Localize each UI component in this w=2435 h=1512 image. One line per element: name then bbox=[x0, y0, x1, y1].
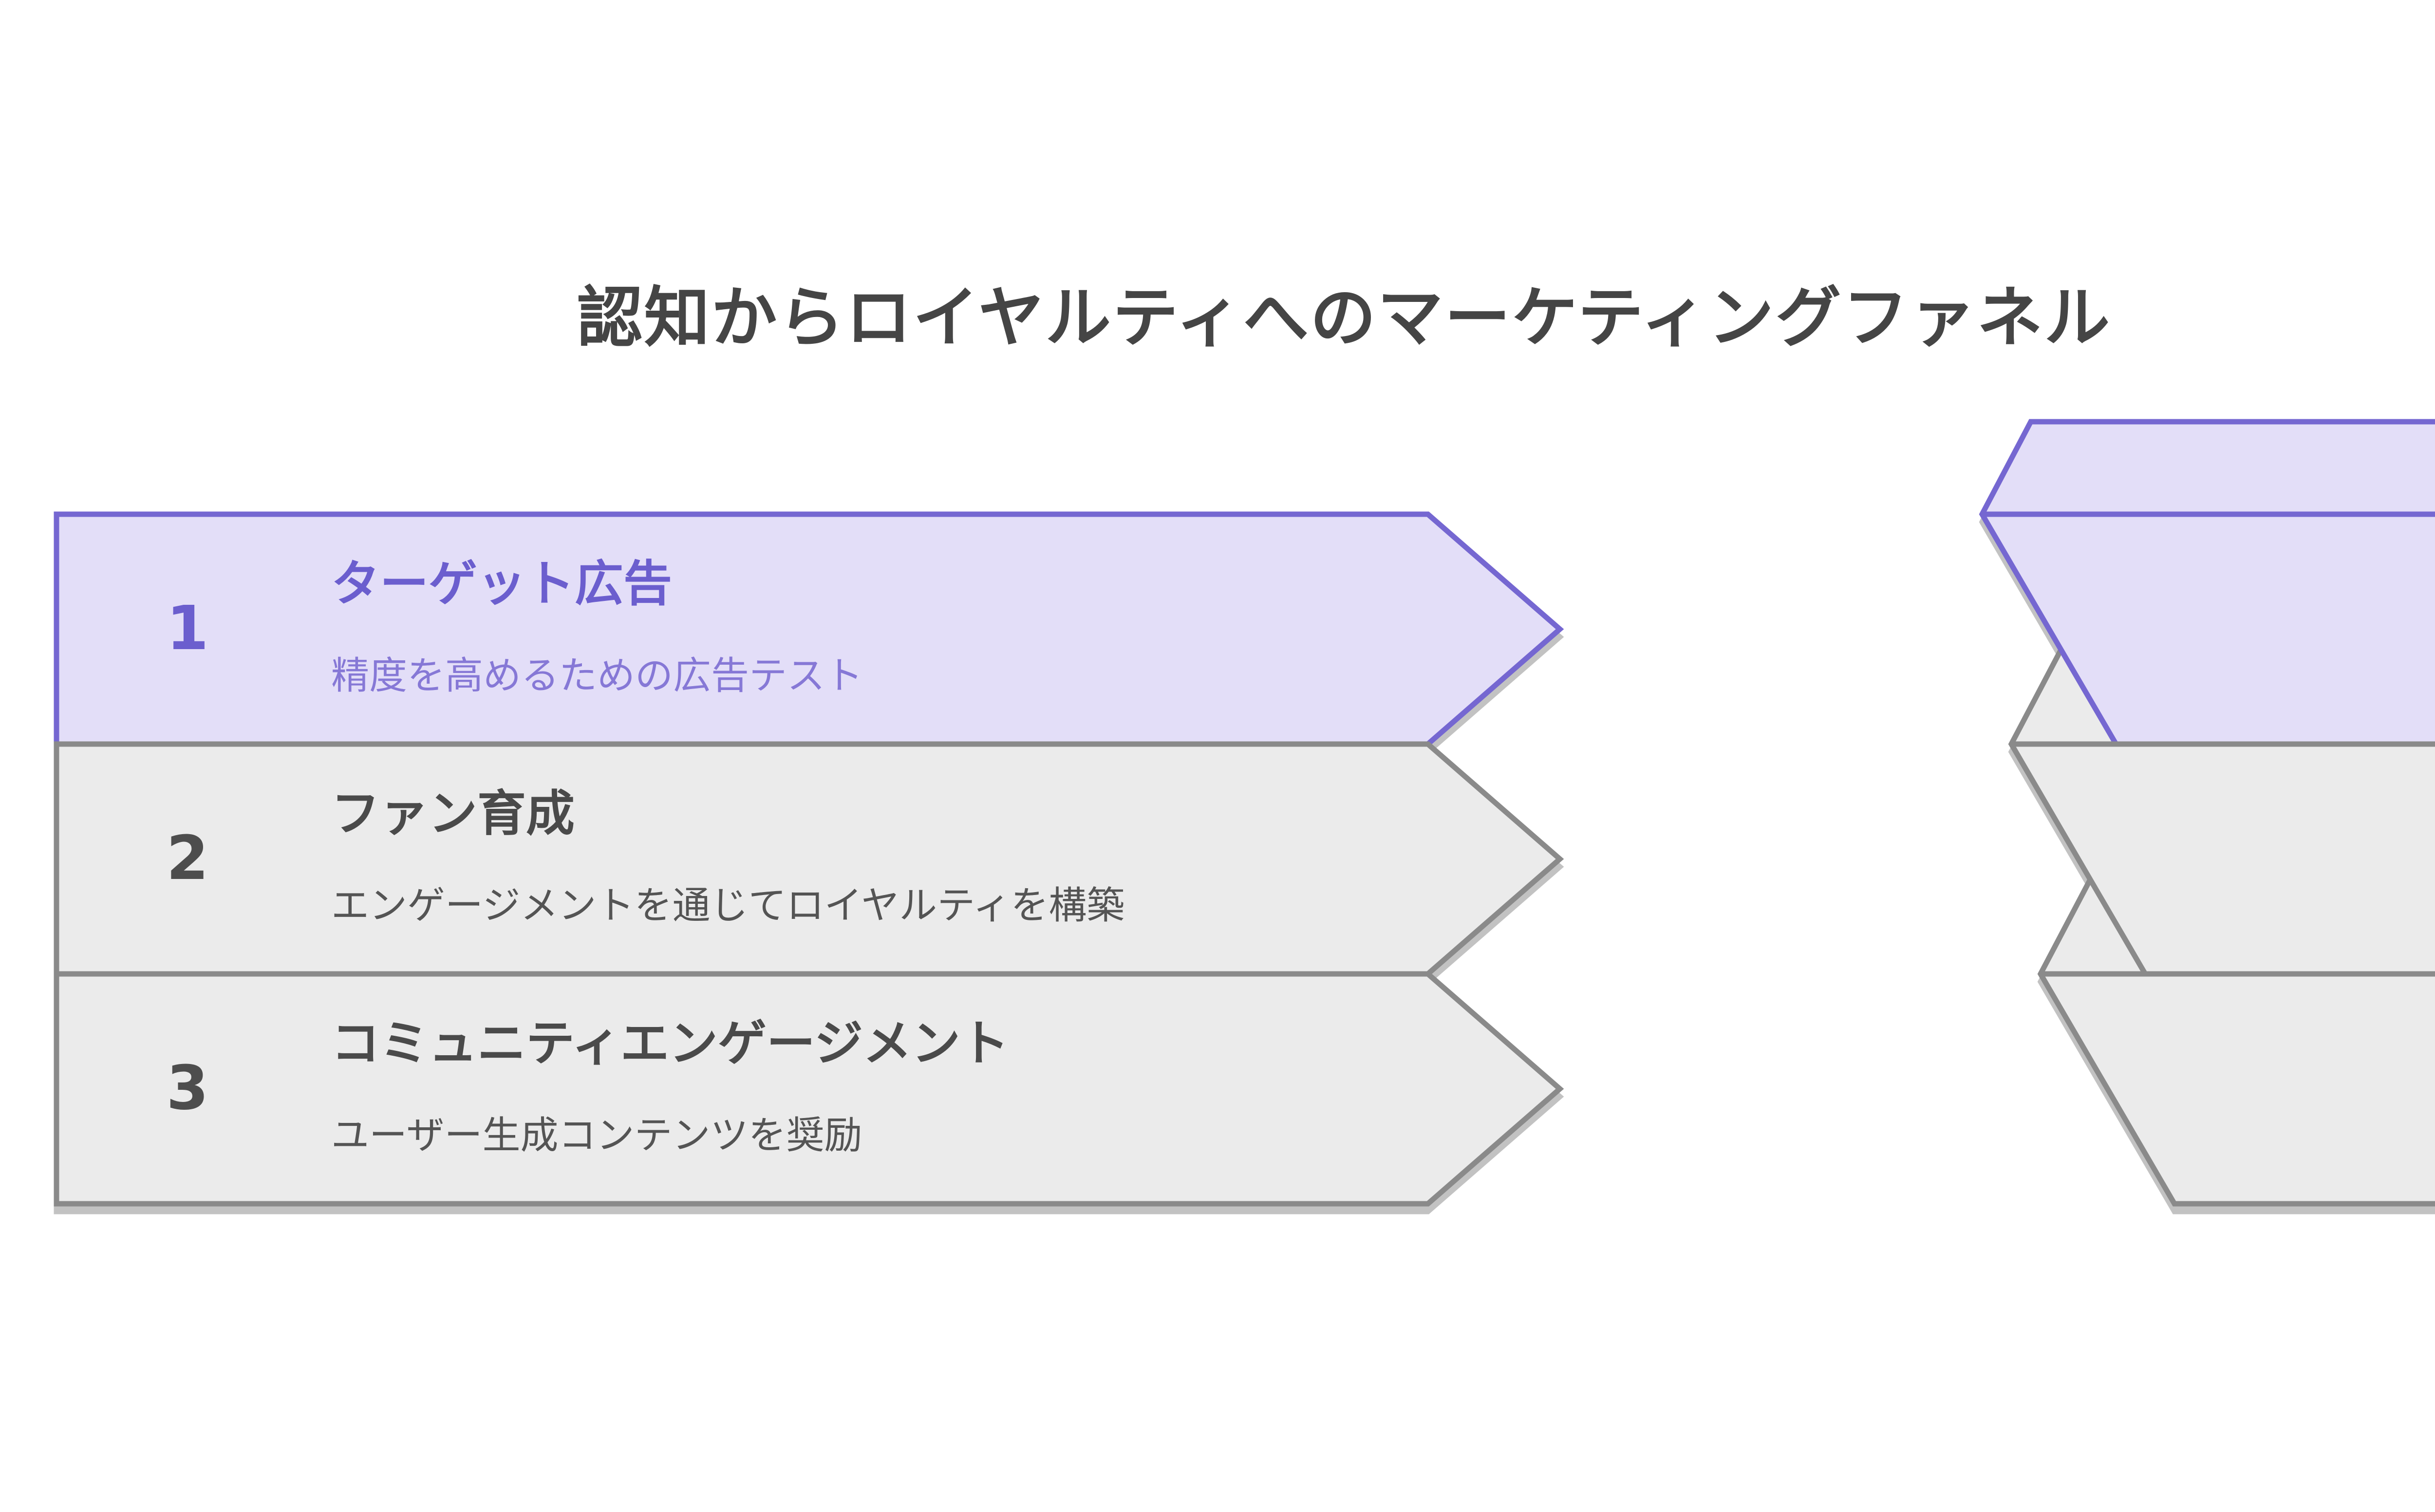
step-1-title: ターゲット広告 bbox=[331, 555, 672, 612]
step-3-title: コミュニティエンゲージメント bbox=[331, 1015, 1009, 1072]
step-2-number: 2 bbox=[166, 823, 209, 894]
page-title: 認知からロイヤルティへのマーケティングファネル bbox=[577, 280, 2112, 356]
funnel-3d-stack bbox=[1979, 419, 2435, 1207]
funnel-steps-arrows bbox=[54, 511, 1564, 1207]
step-1-description: 精度を高めるための広告テスト bbox=[331, 654, 863, 698]
step-3-number: 3 bbox=[166, 1053, 209, 1123]
step-3-description: ユーザー生成コンテンツを奨励 bbox=[331, 1114, 862, 1157]
step-2-description: エンゲージメントを通じてロイヤルティを構築 bbox=[331, 884, 1125, 928]
step-1-number: 1 bbox=[166, 593, 209, 664]
step-3-arrow-shape bbox=[54, 971, 1564, 1207]
step-1-arrow-shape bbox=[54, 511, 1564, 747]
step-2-arrow-shape bbox=[54, 741, 1564, 977]
step-2-title: ファン育成 bbox=[331, 785, 575, 842]
